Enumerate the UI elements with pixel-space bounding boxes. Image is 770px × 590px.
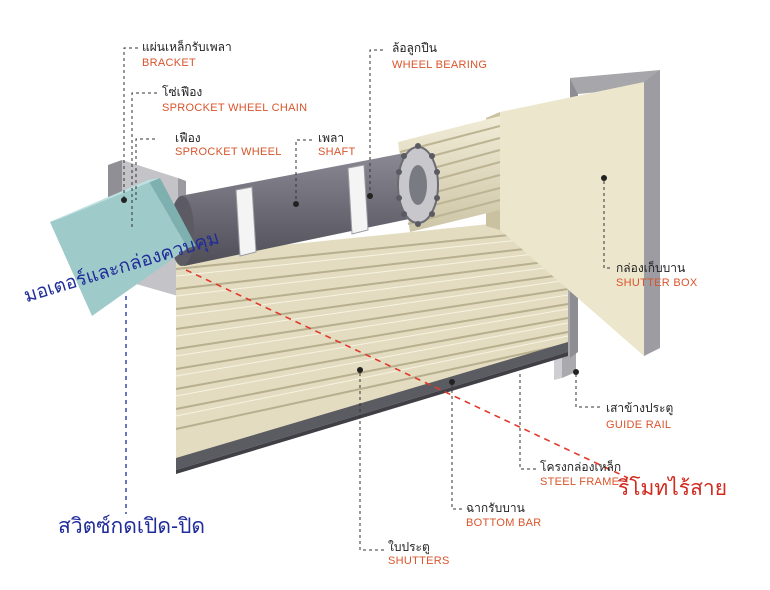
wheel-bearing-label-en: WHEEL BEARING — [392, 59, 488, 71]
bracket-label-en: BRACKET — [142, 57, 197, 69]
bottom-bar-label-th: ฉากรับบาน — [466, 501, 525, 515]
shaft-label-en: SHAFT — [318, 146, 356, 158]
shutter-box — [486, 70, 660, 358]
wheel-bearing-label-th: ล้อลูกปืน — [392, 41, 437, 55]
sprocket-wheel-label-en: SPROCKET WHEEL — [175, 146, 282, 158]
leader-lines — [123, 47, 610, 551]
sprocket-wheel-label-th: เฟือง — [175, 131, 201, 145]
shaft-label-th: เพลา — [318, 131, 345, 145]
sprocket-chain-label-th: โซ่เฟือง — [162, 85, 203, 99]
shutter-box-label-th: กล่องเก็บบาน — [616, 261, 686, 275]
remote-label: รีโมทไร้สาย — [618, 476, 727, 500]
guide-rail-label-en: GUIDE RAIL — [606, 419, 672, 431]
sprocket-wheel — [396, 143, 440, 227]
remote-signal-line — [185, 269, 629, 479]
switch-label: สวิตซ์กดเปิด-ปิด — [58, 514, 206, 538]
shutters-label-th: ใบประตู — [388, 540, 430, 554]
guide-rail-label-th: เสาข้างประตู — [606, 401, 674, 415]
shutters-label-en: SHUTTERS — [388, 555, 450, 567]
bottom-bar — [176, 342, 568, 474]
steel-frame-label-en: STEEL FRAME — [540, 476, 620, 488]
bottom-bar-label-en: BOTTOM BAR — [466, 517, 542, 529]
bracket-label-th: แผ่นเหล็กรับเพลา — [142, 40, 232, 54]
shutter-curtain — [175, 216, 569, 464]
steel-frame-label-th: โครงกล่องเหล็ก — [540, 460, 622, 474]
sprocket-chain-label-en: SPROCKET WHEEL CHAIN — [162, 102, 308, 114]
leader-dots — [121, 175, 607, 385]
shutter-box-label-en: SHUTTER BOX — [616, 277, 698, 289]
